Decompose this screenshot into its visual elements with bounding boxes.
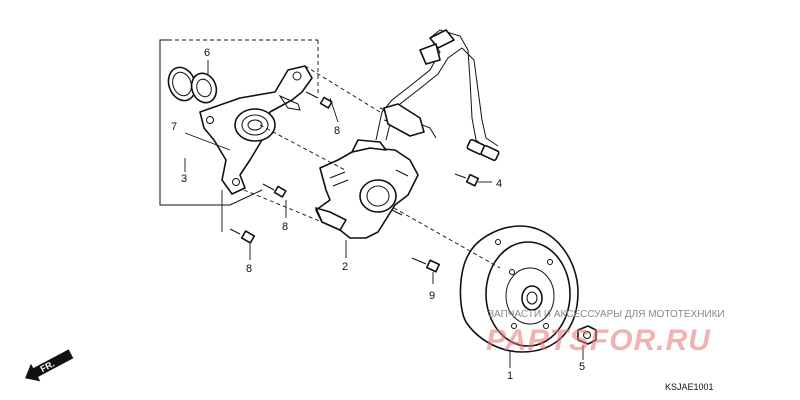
callout-3: 3	[181, 173, 187, 185]
assembly-bracket-3	[159, 39, 319, 206]
callout-4: 4	[496, 178, 502, 190]
callout-6: 6	[204, 47, 210, 59]
watermark: ЗАПЧАСТИ И АКСЕССУАРЫ ДЛЯ МОТОТЕХНИКИ PA…	[486, 309, 725, 357]
bolt-8-lower	[229, 228, 256, 244]
part-6-oil-seal	[167, 66, 218, 104]
bolt-8-upper	[305, 91, 333, 109]
callout-5: 5	[579, 361, 585, 373]
stator-wire-harness	[375, 29, 500, 162]
callout-1: 1	[507, 370, 513, 382]
part-5-nut	[577, 325, 597, 345]
bolt-4	[454, 173, 492, 187]
part-2-stator	[315, 139, 419, 239]
watermark-caption: ЗАПЧАСТИ И АКСЕССУАРЫ ДЛЯ МОТОТЕХНИКИ	[488, 309, 725, 320]
front-direction-arrow: FR.	[25, 349, 74, 382]
bolt-9	[411, 257, 441, 284]
bolt-8-middle	[262, 183, 287, 198]
callout-2: 2	[342, 261, 348, 273]
callout-7: 7	[171, 121, 177, 133]
watermark-logo: PARTSFOR.RU	[486, 324, 711, 357]
part-1-flywheel	[459, 225, 579, 353]
callout-8-lower: 8	[246, 263, 252, 275]
callout-9: 9	[429, 290, 435, 302]
leader-lines	[184, 60, 584, 368]
part-7-stator-base	[199, 65, 313, 195]
callout-8-middle: 8	[282, 221, 288, 233]
drawing-code: KSJAE1001	[665, 382, 714, 392]
callout-8-upper: 8	[334, 125, 340, 137]
